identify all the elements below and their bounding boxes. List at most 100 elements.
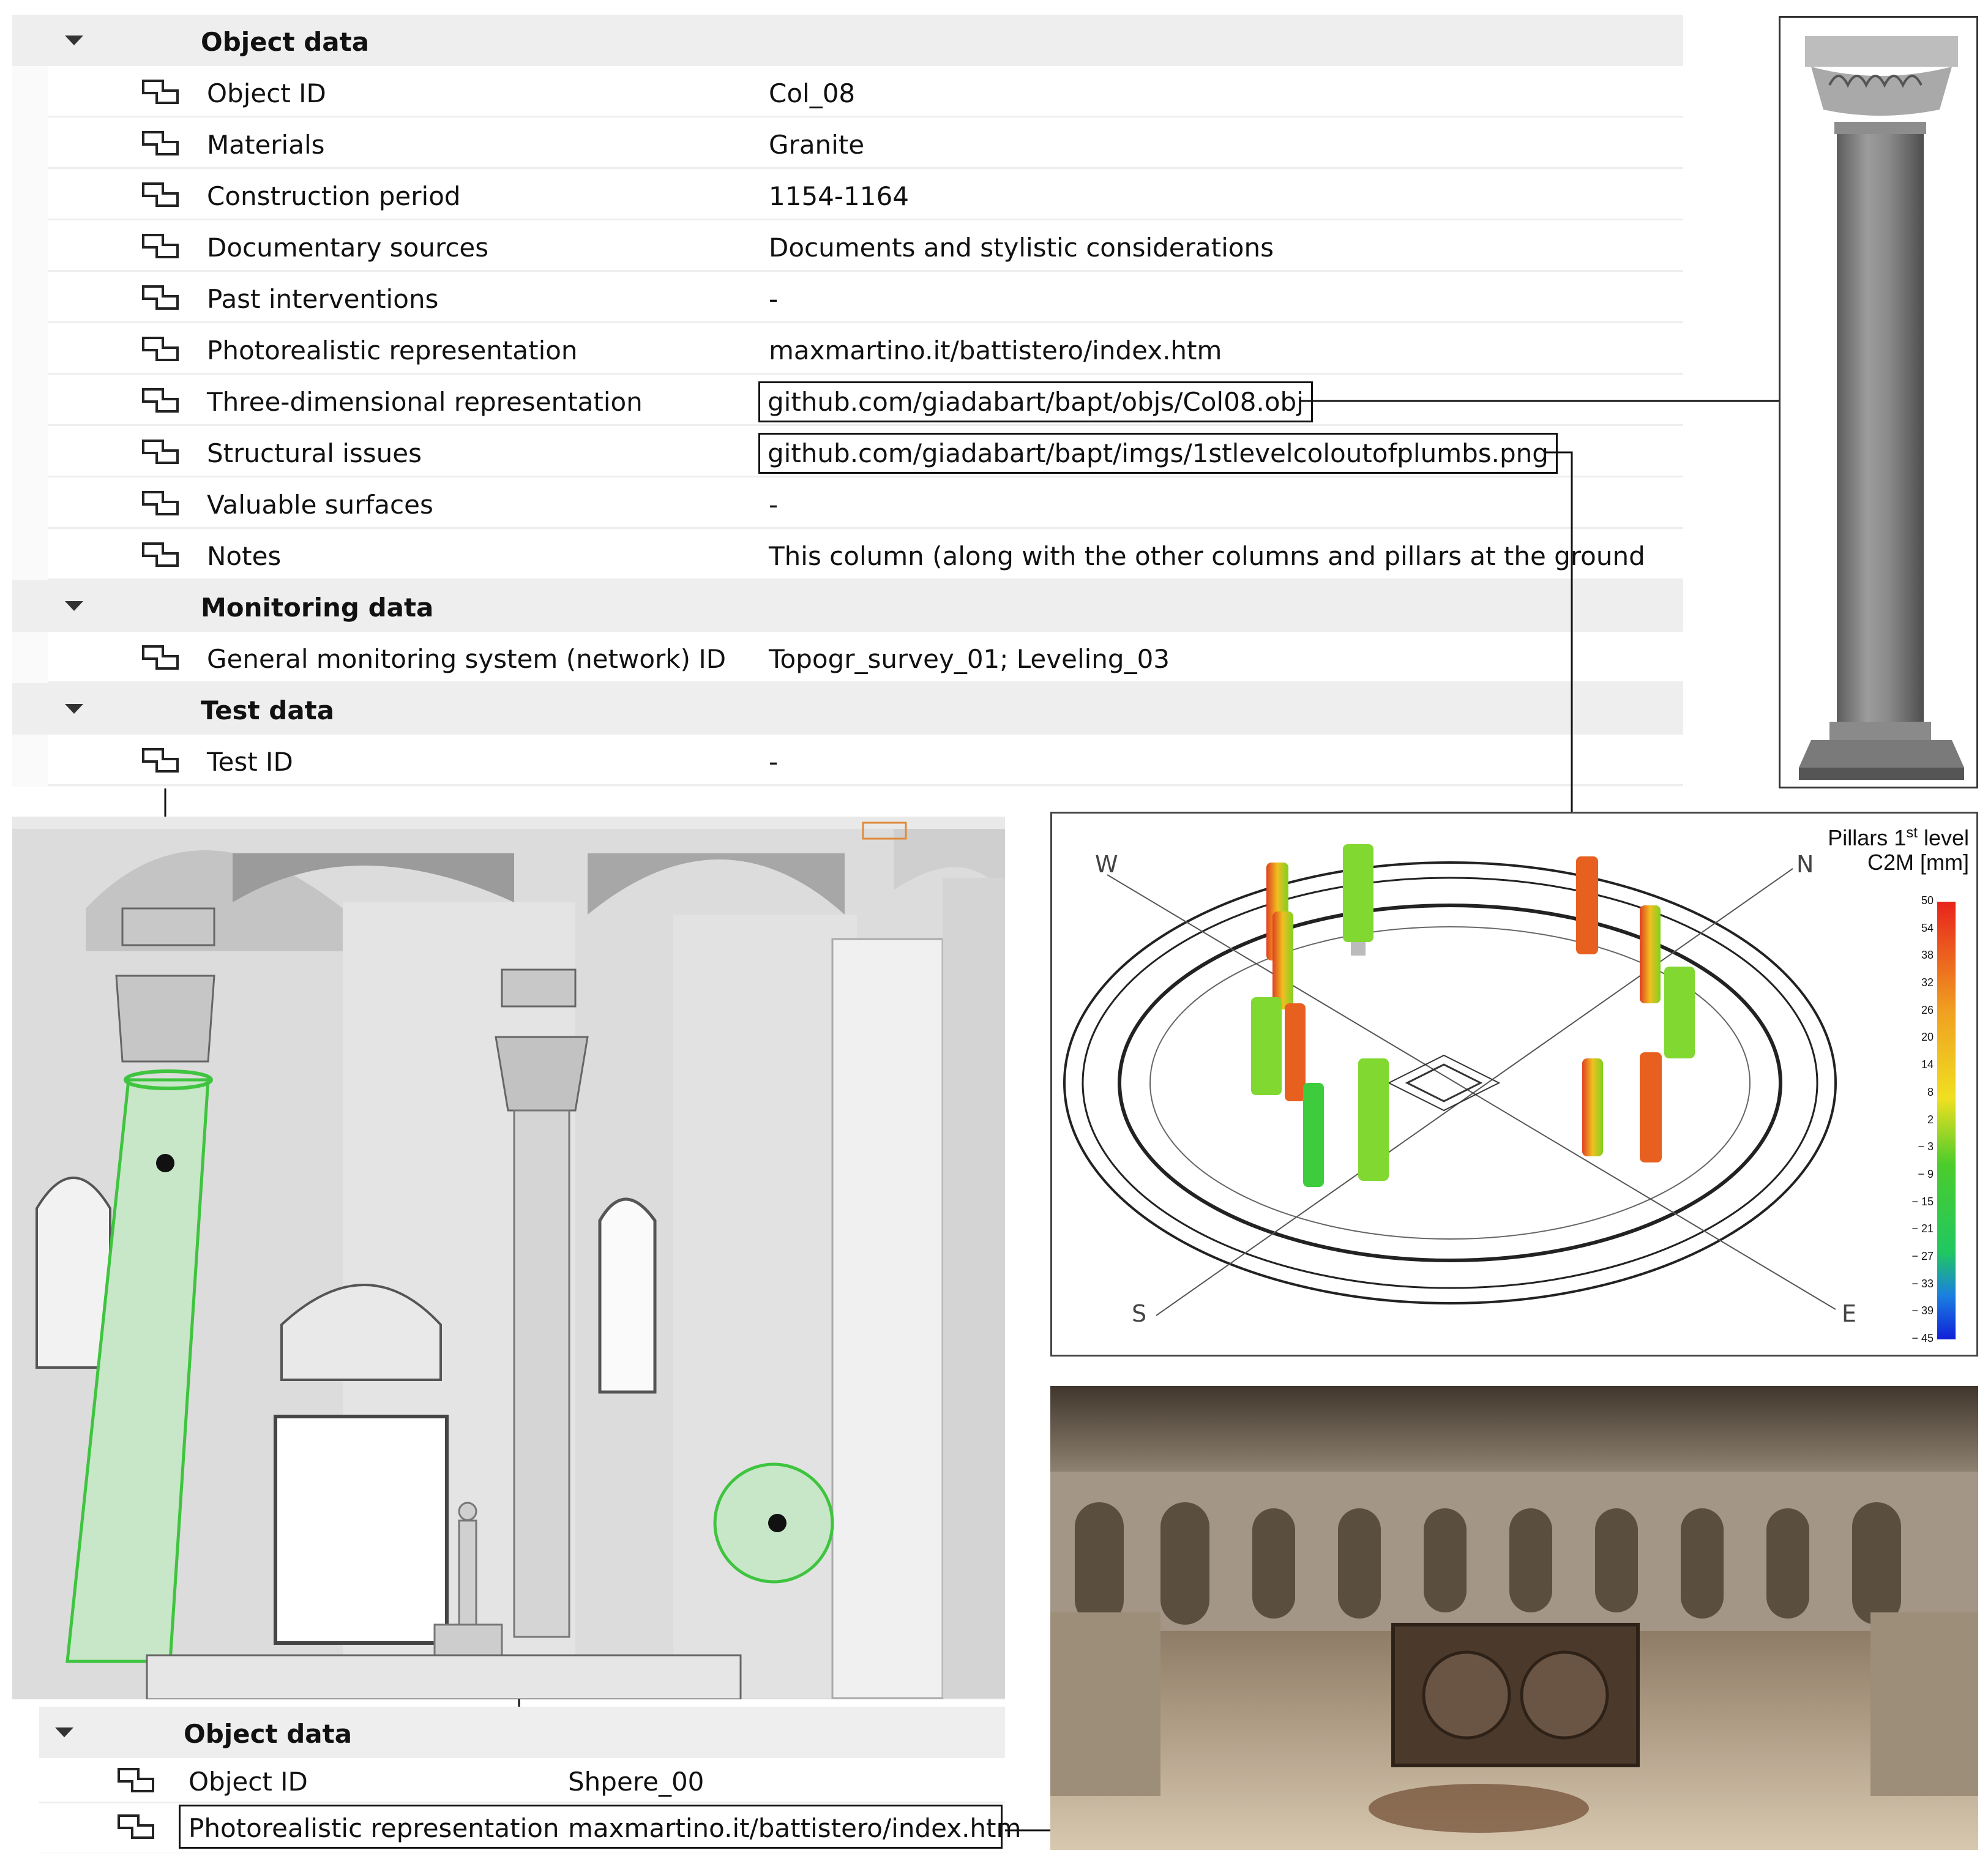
highlight-box	[179, 1805, 1003, 1849]
property-row[interactable]: Test ID -	[48, 735, 1683, 786]
property-key: General monitoring system (network) ID	[207, 644, 727, 674]
colorbar-tick-label: − 3	[1918, 1140, 1934, 1153]
property-row[interactable]: Notes This column (along with the other …	[48, 529, 1683, 580]
property-row[interactable]: Photorealistic representation maxmartino…	[48, 323, 1683, 375]
property-key: Construction period	[207, 181, 461, 211]
property-value[interactable]: Shpere_00	[568, 1767, 704, 1797]
property-key: Notes	[207, 541, 282, 571]
colorbar-tick-label: 8	[1927, 1085, 1934, 1098]
plan-view-image: W N E S	[1063, 844, 1956, 1339]
colorbar-tick-label: − 9	[1918, 1167, 1934, 1180]
collapse-triangle-icon[interactable]	[55, 1727, 73, 1737]
property-row[interactable]: General monitoring system (network) ID T…	[48, 632, 1683, 683]
property-icon	[142, 182, 179, 207]
property-icon	[142, 491, 179, 515]
group-header-monitoring-data[interactable]: Monitoring data	[12, 580, 1683, 632]
property-row[interactable]: Materials Granite	[48, 118, 1683, 169]
compass-w: W	[1095, 851, 1118, 878]
property-row[interactable]: Photorealistic representation maxmartino…	[39, 1803, 1021, 1852]
column-render-image	[1799, 36, 1964, 780]
property-key: Photorealistic representation	[189, 1813, 559, 1843]
3d-model-viewport[interactable]	[12, 817, 1005, 1699]
group-header-object-data[interactable]: Object data	[12, 15, 1683, 66]
property-row[interactable]: Object ID Col_08	[48, 66, 1683, 118]
property-key: Three-dimensional representation	[207, 387, 643, 417]
object-properties-panel: Object data Object ID Col_08 Materials G…	[12, 15, 1683, 787]
property-icon	[142, 440, 179, 464]
property-icon	[142, 131, 179, 155]
colorbar-tick-label: − 39	[1911, 1304, 1934, 1317]
property-value-link[interactable]: maxmartino.it/battistero/index.htm	[568, 1813, 1022, 1843]
column-3d-model-preview	[1779, 16, 1978, 788]
property-icon	[142, 234, 179, 258]
baptistery-panorama-image	[1050, 1386, 1978, 1850]
chart-title: Pillars 1st level C2M [mm]	[1828, 825, 1969, 875]
colorbar	[1937, 902, 1956, 1339]
compass-s: S	[1132, 1300, 1146, 1327]
property-row[interactable]: Object ID Shpere_00	[39, 1758, 1005, 1803]
property-key: Documentary sources	[207, 233, 489, 263]
sphere-properties-panel: Object data Object ID Shpere_00 Photorea…	[39, 1707, 1021, 1854]
compass-n: N	[1796, 851, 1814, 878]
colorbar-tick-label: 54	[1921, 921, 1934, 934]
colorbar-tick-label: − 33	[1911, 1277, 1934, 1290]
compass-e: E	[1842, 1300, 1856, 1327]
colorbar-tick-label: 50	[1921, 894, 1934, 907]
property-row[interactable]: Structural issues github.com/giadabart/b…	[48, 426, 1683, 477]
property-value[interactable]: This column (along with the other column…	[769, 541, 1645, 571]
group-header-test-data[interactable]: Test data	[12, 683, 1683, 735]
property-key: Past interventions	[207, 284, 439, 314]
property-key: Photorealistic representation	[207, 335, 578, 365]
property-icon	[142, 542, 179, 567]
property-icon	[118, 1768, 154, 1792]
property-icon	[142, 337, 179, 361]
property-value[interactable]: Topogr_survey_01; Leveling_03	[769, 644, 1170, 674]
property-row[interactable]: Documentary sources Documents and stylis…	[48, 220, 1683, 272]
property-key: Structural issues	[207, 438, 422, 468]
colorbar-tick-label: − 15	[1911, 1195, 1934, 1208]
colorbar-tick-label: 38	[1921, 949, 1934, 962]
baptistery-3d-scene	[12, 817, 1005, 1699]
colorbar-tick-label: 32	[1921, 976, 1934, 989]
property-key: Test ID	[207, 747, 293, 777]
pillars-c2m-deviation-map: W N E S Pillars 1st level C2M [mm] 50 54 3…	[1050, 812, 1978, 1357]
colorbar-tick-label: − 27	[1911, 1249, 1934, 1262]
property-icon	[142, 748, 179, 773]
property-value-link-structural-image[interactable]: github.com/giadabart/bapt/imgs/1stlevelc…	[758, 433, 1558, 474]
colorbar-tick-label: 2	[1927, 1113, 1934, 1126]
property-row[interactable]: Past interventions -	[48, 272, 1683, 323]
property-icon	[118, 1814, 154, 1839]
colorbar-tick-label: 14	[1921, 1058, 1934, 1071]
property-value-link[interactable]: maxmartino.it/battistero/index.htm	[769, 335, 1222, 365]
colorbar-tick-label: 20	[1921, 1031, 1934, 1044]
group-title: Test data	[201, 695, 335, 725]
group-header-object-data[interactable]: Object data	[39, 1707, 1005, 1758]
property-key: Valuable surfaces	[207, 490, 433, 520]
property-key: Object ID	[207, 78, 326, 108]
property-icon	[142, 80, 179, 104]
property-value[interactable]: -	[769, 490, 779, 520]
group-title: Monitoring data	[201, 593, 434, 623]
property-value[interactable]: Documents and stylistic considerations	[769, 233, 1274, 263]
property-value[interactable]: -	[769, 284, 779, 314]
property-value[interactable]: 1154-1164	[769, 181, 909, 211]
colorbar-tick-label: 26	[1921, 1003, 1934, 1016]
property-value[interactable]: Col_08	[769, 78, 856, 108]
property-row[interactable]: Valuable surfaces -	[48, 477, 1683, 529]
panorama-photo	[1050, 1386, 1978, 1850]
collapse-triangle-icon[interactable]	[65, 601, 83, 611]
pillar-glyphs	[1251, 844, 1695, 1187]
property-key: Object ID	[189, 1767, 308, 1797]
property-value-link-3d-model[interactable]: github.com/giadabart/bapt/objs/Col08.obj	[758, 381, 1313, 422]
colorbar-tick-label: − 45	[1911, 1332, 1934, 1344]
property-value[interactable]: Granite	[769, 130, 865, 160]
property-icon	[142, 645, 179, 670]
group-title: Object data	[184, 1719, 353, 1749]
property-key: Materials	[207, 130, 325, 160]
collapse-triangle-icon[interactable]	[65, 704, 83, 714]
property-icon	[142, 285, 179, 310]
property-value[interactable]: -	[769, 747, 779, 777]
colorbar-tick-label: − 21	[1911, 1222, 1934, 1235]
property-row[interactable]: Construction period 1154-1164	[48, 169, 1683, 220]
collapse-triangle-icon[interactable]	[65, 36, 83, 45]
